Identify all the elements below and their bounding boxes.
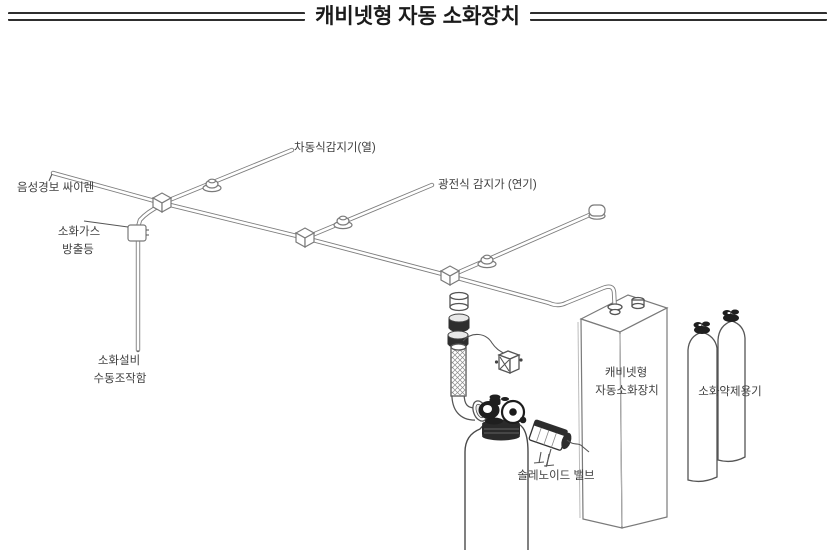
heat-detector-icon [202,178,222,193]
label-voice-siren: 음성경보 싸이렌 [17,180,94,194]
junction-box-3 [439,265,461,287]
pressure-switch [462,333,523,375]
agent-cylinder-rear [717,309,746,463]
agent-cylinder-front [687,321,718,483]
label-agent-containers: 소화약제용기 [698,384,761,398]
smoke-detector-icon-2 [477,254,497,269]
label-heat-detector: 차동식감지기(열) [294,141,376,154]
cylinder-valve [478,394,527,425]
cabinet-inlet-fitting [607,296,645,316]
label-gas-lamp-line1: 소화가스 [58,225,100,238]
title-rule-left [8,12,306,22]
discharge-lamp-box [127,224,149,242]
label-manual-box-line1: 소화설비 [98,354,140,367]
label-gas-lamp-line2: 방출등 [62,243,94,256]
page-title: 캐비넷형 자동 소화장치 [315,5,520,28]
label-smoke-detector: 광전식 감지가 (연기) [438,178,537,191]
title-rule-right [529,12,827,22]
discharge-fitting-stack [447,291,470,348]
leader-lines [48,173,139,352]
main-cylinder [464,419,529,550]
solenoid-valve [528,419,590,468]
flexible-hose [450,343,488,422]
junction-box-2 [294,227,316,249]
pipe-network-fill [51,148,617,352]
smoke-detector-icon-1 [333,215,353,230]
label-solenoid-valve: 솔레노이드 밸브 [517,469,594,482]
label-manual-box-line2: 수동조작함 [94,372,147,385]
label-cabinet-line2: 자동소화장치 [595,384,658,397]
title-bar: 캐비넷형 자동 소화장치 [8,5,827,28]
junction-box-1 [151,192,173,214]
label-cabinet-line1: 캐비넷형 [605,366,647,379]
cabinet-box [577,294,669,529]
pipe-end-cap [588,204,606,220]
